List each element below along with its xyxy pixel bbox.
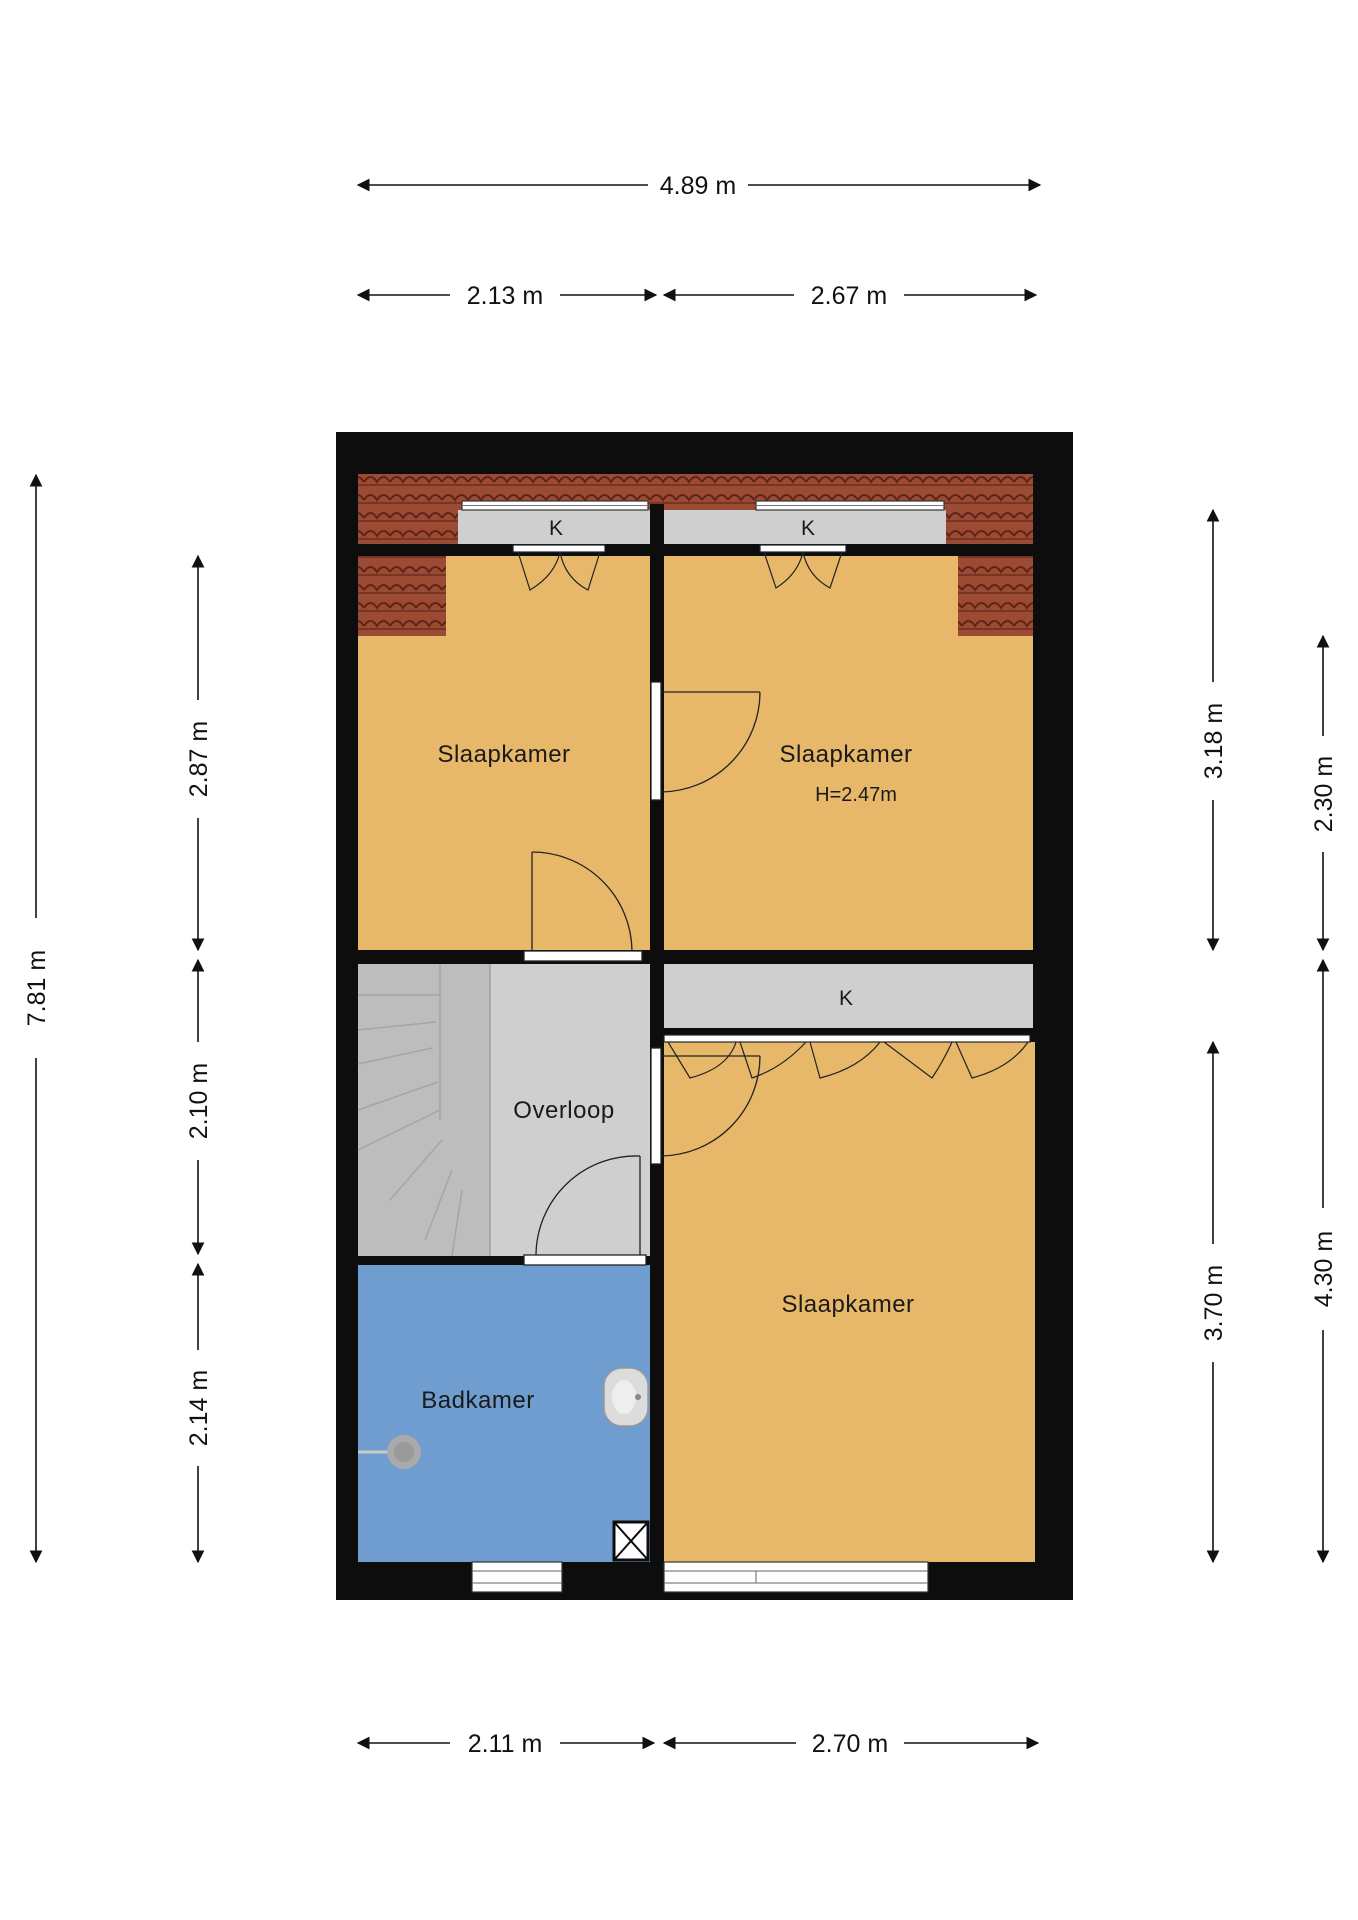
label-closet-top-left: K — [549, 517, 563, 540]
wall-horizontal-upper — [358, 950, 1033, 964]
label-room-height: H=2.47m — [815, 784, 897, 806]
door-bedroom-left — [523, 851, 643, 962]
room-labels: Slaapkamer Slaapkamer H=2.47m Overloop S… — [421, 517, 914, 1414]
closet-top-right — [664, 510, 946, 544]
roof-tiles-left — [358, 556, 446, 636]
staircase — [357, 964, 491, 1257]
window-bathroom — [471, 1561, 563, 1593]
dim-right-outer-lower: 4.30 m — [1310, 1231, 1338, 1307]
door-bathroom — [523, 1155, 647, 1266]
dim-left-total: 7.81 m — [23, 950, 51, 1026]
dim-right-upper: 3.18 m — [1200, 703, 1228, 779]
label-bedroom-right: Slaapkamer — [779, 741, 912, 768]
dim-top-right: 2.67 m — [811, 282, 887, 310]
label-closet-middle: K — [839, 987, 853, 1010]
label-bedroom-bottom: Slaapkamer — [781, 1291, 914, 1318]
shower-icon — [358, 1435, 421, 1469]
dim-right-lower: 3.70 m — [1200, 1265, 1228, 1341]
room-bedroom-left — [358, 556, 650, 950]
doors-closet-middle — [663, 1034, 1031, 1079]
dim-right-outer-upper: 2.30 m — [1310, 756, 1338, 832]
roof-tiles-right — [958, 556, 1033, 636]
dimension-labels: 4.89 m 2.13 m 2.67 m 2.11 m 2.70 m 7.81 … — [23, 172, 1338, 1758]
dim-bottom-left: 2.11 m — [468, 1730, 543, 1758]
closet-top-left — [458, 510, 650, 544]
dim-bottom-right: 2.70 m — [812, 1730, 888, 1758]
label-landing: Overloop — [513, 1097, 614, 1124]
dim-top-total: 4.89 m — [660, 172, 736, 200]
wall-bath-landing — [358, 1256, 650, 1265]
closet-middle — [664, 964, 1033, 1028]
dimension-lines — [29, 178, 1330, 1750]
wall-horizontal-closet — [358, 544, 1033, 556]
dim-left-upper: 2.87 m — [185, 721, 213, 797]
wall-vertical-center — [650, 510, 664, 1570]
door-bedroom-connect — [650, 681, 761, 801]
label-bedroom-left: Slaapkamer — [437, 741, 570, 768]
dim-left-middle: 2.10 m — [185, 1063, 213, 1139]
dim-top-left: 2.13 m — [467, 282, 543, 310]
label-closet-top-right: K — [801, 517, 815, 540]
room-bedroom-bottom — [664, 1042, 1035, 1562]
room-bedroom-right — [664, 556, 1033, 950]
sink-icon — [603, 1367, 649, 1427]
dim-left-lower: 2.14 m — [185, 1370, 213, 1446]
room-bathroom — [358, 1264, 650, 1562]
door-closet-top-right — [759, 544, 847, 589]
window-bedroom-bottom — [663, 1561, 929, 1593]
door-closet-top-left — [512, 544, 606, 591]
label-bathroom: Badkamer — [421, 1387, 534, 1414]
wall-closet-divider — [650, 504, 664, 544]
building — [336, 432, 1073, 1600]
